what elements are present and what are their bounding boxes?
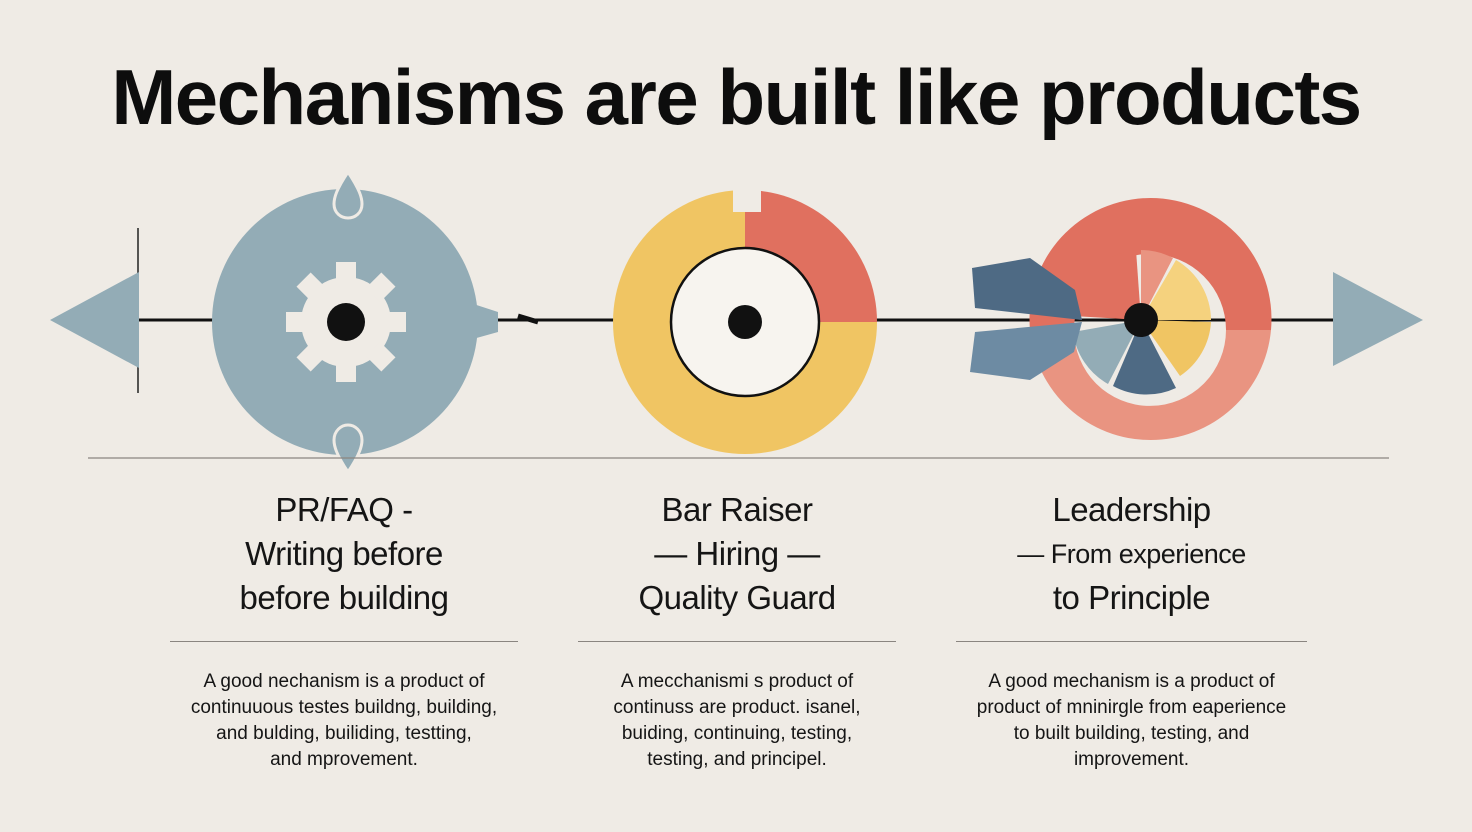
column-heading: Bar Raiser — Hiring — Quality Guard	[638, 491, 836, 616]
gear-icon	[212, 169, 498, 475]
column-heading: Leadership — From experience to Principl…	[1017, 491, 1246, 616]
column-description: A good nechanism is a product of continu…	[190, 671, 498, 770]
column-rule	[170, 641, 518, 642]
circle-target-icon	[613, 186, 877, 454]
column-leadership: Leadership — From experience to Principl…	[956, 488, 1307, 620]
page-title: Mechanisms are built like products	[111, 53, 1362, 141]
arrow-left-icon	[50, 272, 139, 368]
arrow-right-icon	[1333, 272, 1423, 366]
column-heading: PR/FAQ - Writing before before building	[239, 491, 450, 616]
pie-target-icon	[970, 198, 1272, 441]
column-prfaq: PR/FAQ - Writing before before building	[170, 488, 518, 620]
connector-dash	[517, 313, 539, 325]
column-description: A good mechanism is a product of product…	[976, 671, 1287, 770]
column-bar-raiser: Bar Raiser — Hiring — Quality Guard	[578, 488, 896, 620]
column-description: A mecchanismi s product of continuss are…	[613, 671, 861, 770]
column-rule	[578, 641, 896, 642]
column-rule	[956, 641, 1307, 642]
